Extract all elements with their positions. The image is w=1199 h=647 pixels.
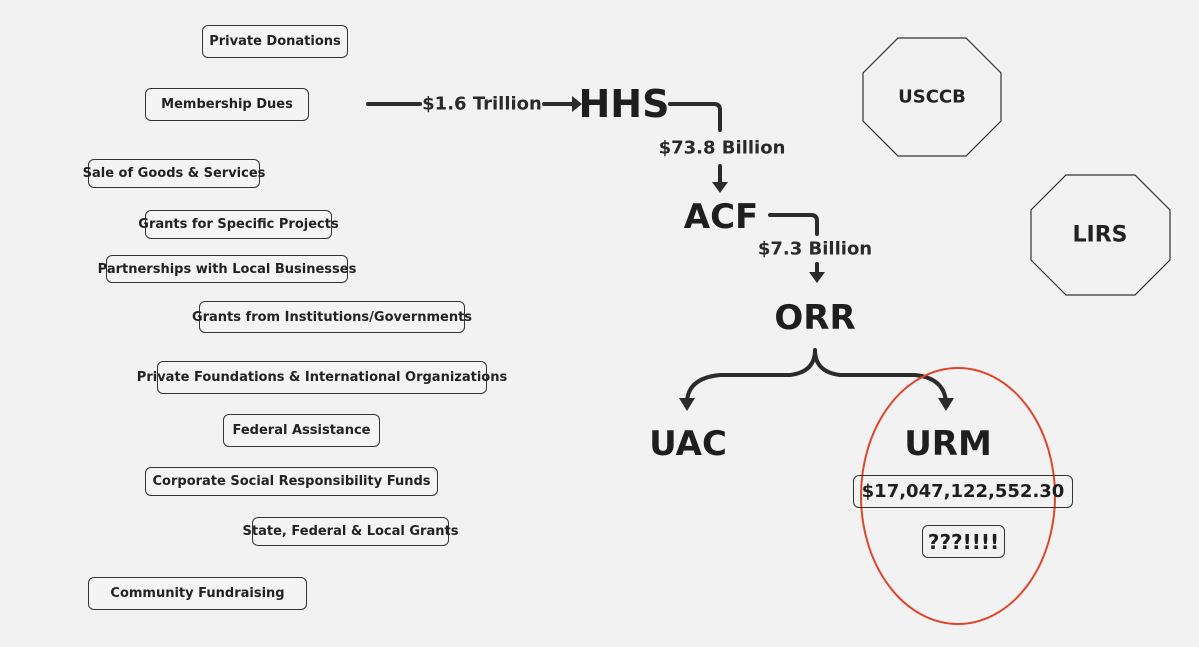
amount-label-hhs: $1.6 Trillion: [422, 93, 542, 115]
source-box: Partnerships with Local Businesses: [98, 255, 356, 283]
node-urm: URM: [904, 424, 992, 464]
node-acf: ACF: [683, 197, 759, 237]
octagon-usccb: [862, 37, 1002, 157]
source-box: Community Fundraising: [88, 577, 307, 610]
line-acf-orr: [768, 213, 819, 236]
highlight-circle: [860, 367, 1056, 625]
urm-amount-box: $17,047,122,552.30: [853, 475, 1073, 508]
arrowhead-urm: [938, 398, 954, 411]
source-box: Corporate Social Responsibility Funds: [145, 467, 438, 496]
source-box: Sale of Goods & Services: [83, 159, 265, 188]
source-box: Membership Dues: [145, 88, 309, 121]
org-usccb-label: USCCB: [898, 86, 966, 108]
source-box: Grants from Institutions/Governments: [192, 301, 472, 333]
source-box: Federal Assistance: [223, 414, 380, 447]
arrowhead-acf: [712, 182, 728, 193]
amount-label-orr: $7.3 Billion: [757, 238, 873, 260]
urm-note-box: ???!!!!: [922, 525, 1005, 558]
source-box: State, Federal & Local Grants: [243, 517, 458, 546]
org-lirs-label: LIRS: [1072, 222, 1128, 248]
node-uac: UAC: [649, 424, 727, 464]
node-hhs: HHS: [578, 82, 670, 126]
source-box: Grants for Specific Projects: [138, 210, 339, 239]
source-box: Private Foundations & International Orga…: [137, 361, 507, 394]
amount-label-acf: $73.8 Billion: [658, 137, 786, 159]
octagon-lirs: [1030, 174, 1171, 296]
arrowhead-hhs: [572, 96, 582, 112]
node-orr: ORR: [774, 298, 856, 338]
source-box: Private Donations: [202, 25, 348, 58]
brace-orr-split: [685, 348, 948, 404]
arrowhead-orr: [809, 272, 825, 283]
line-hhs-acf: [668, 102, 722, 132]
arrowhead-uac: [679, 398, 695, 411]
